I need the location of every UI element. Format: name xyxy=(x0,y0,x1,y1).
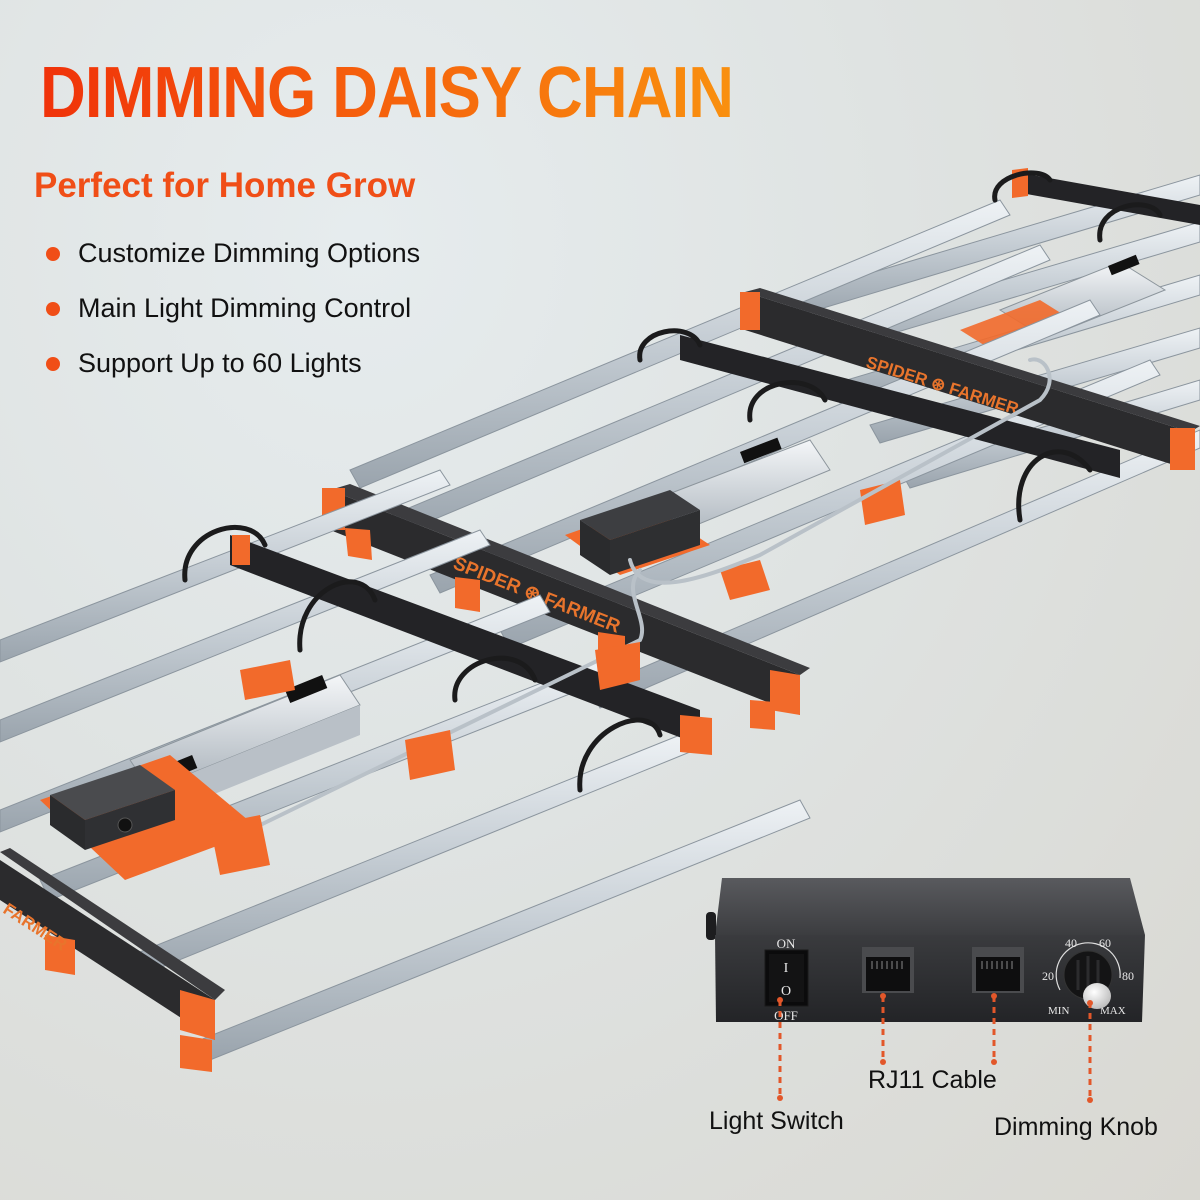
svg-text:OFF: OFF xyxy=(774,1008,798,1023)
svg-text:20: 20 xyxy=(1042,969,1054,983)
svg-text:80: 80 xyxy=(1122,969,1134,983)
rj11-port-out[interactable] xyxy=(972,947,1024,993)
subhead: Perfect for Home Grow xyxy=(34,166,416,205)
light-switch[interactable]: ON I O OFF xyxy=(764,936,809,1023)
branded-crossbar-middle: SPIDER ⊛ FARMER xyxy=(740,288,1200,470)
svg-text:MIN: MIN xyxy=(1048,1005,1069,1017)
light-fixture-front xyxy=(0,170,1163,1061)
bullet-dot-icon xyxy=(46,246,60,261)
svg-text:60: 60 xyxy=(1099,936,1111,950)
headline: DIMMING DAISY CHAIN xyxy=(40,53,734,133)
dimmer-controller-small xyxy=(50,765,175,850)
dimmer-controller-closeup: ON I O OFF xyxy=(706,878,1145,1103)
bullet-dot-icon xyxy=(46,356,60,371)
callout-dimming-knob: Dimming Knob xyxy=(994,1113,1158,1141)
svg-text:O: O xyxy=(781,984,791,999)
svg-text:ON: ON xyxy=(777,936,796,951)
feature-list: Customize Dimming Options Main Light Dim… xyxy=(44,226,420,391)
feature-item: Main Light Dimming Control xyxy=(44,281,420,336)
feature-text: Customize Dimming Options xyxy=(78,238,421,268)
svg-text:40: 40 xyxy=(1065,936,1077,950)
callout-light-switch: Light Switch xyxy=(709,1107,844,1135)
svg-text:I: I xyxy=(784,961,789,976)
rj11-port-in[interactable] xyxy=(862,947,914,993)
callout-rj11-cable: RJ11 Cable xyxy=(868,1066,997,1094)
feature-text: Main Light Dimming Control xyxy=(78,293,412,323)
svg-text:MAX: MAX xyxy=(1100,1005,1126,1017)
branded-crossbar-front: FARMER xyxy=(0,848,225,1072)
feature-text: Support Up to 60 Lights xyxy=(78,348,362,378)
bullet-dot-icon xyxy=(46,301,60,316)
feature-item: Support Up to 60 Lights xyxy=(44,336,420,391)
feature-item: Customize Dimming Options xyxy=(44,226,420,281)
